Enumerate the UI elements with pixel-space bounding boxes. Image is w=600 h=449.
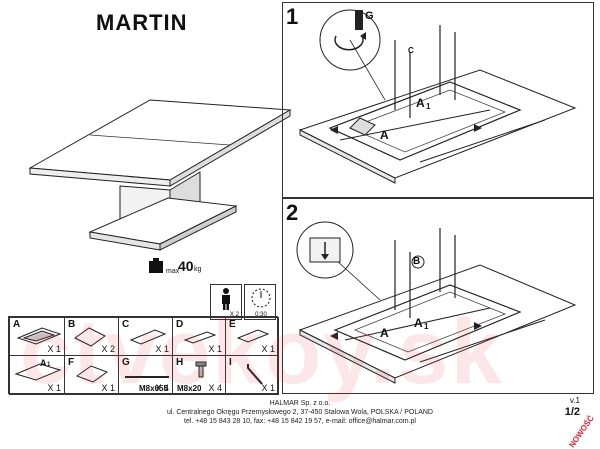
short-bolt-icon xyxy=(195,361,207,378)
step-2-label-a1-sub: 1 xyxy=(424,322,429,331)
step-1-label-a1: A xyxy=(416,96,425,110)
step-2-callout-b: B xyxy=(413,256,421,267)
panel-part-icon xyxy=(74,327,106,347)
time-box: 0:30 xyxy=(244,284,276,320)
step-1-number: 1 xyxy=(286,4,299,29)
part-h: H M8x20 X 4 xyxy=(172,355,226,395)
plate-part-icon xyxy=(75,365,109,383)
allen-key-icon xyxy=(247,364,263,385)
weight-icon xyxy=(149,258,163,273)
step-2-label-a1: A xyxy=(414,316,423,330)
step-1-callout-g: G xyxy=(365,10,374,22)
step-2-label-a: A xyxy=(380,326,389,340)
version: v.1 xyxy=(569,396,580,405)
step-1-label-a1-sub: 1 xyxy=(426,102,431,111)
step-1-drawing xyxy=(298,9,577,184)
person-icon xyxy=(222,288,230,310)
slat-part-icon xyxy=(183,331,217,344)
bracket-part-icon xyxy=(236,329,270,343)
weight-value: 40 xyxy=(178,258,194,274)
page-number: 1/2 xyxy=(564,406,580,418)
clock-icon xyxy=(251,288,271,308)
persons-count: X 2 xyxy=(229,312,239,318)
part-e: E X 1 xyxy=(225,317,279,356)
step-2-number: 2 xyxy=(286,200,299,225)
product-title: MARTIN xyxy=(96,10,188,35)
step-1-label-c: C xyxy=(408,46,414,55)
footer-address: ul. Centralnego Okręgu Przemysłowego 2, … xyxy=(166,409,433,416)
beam-part-icon xyxy=(129,329,167,345)
weight-prefix: max xyxy=(166,268,180,275)
time-value: 0:30 xyxy=(255,312,267,318)
watermark: ctvekoy.sk xyxy=(20,301,504,403)
footer-company: HALMAR Sp. z o.o. xyxy=(269,400,331,407)
footer-contact: tel. +48 15 843 28 10, fax: +48 15 842 1… xyxy=(184,418,416,425)
weight-unit: kg xyxy=(194,266,202,273)
step-2-drawing xyxy=(296,221,577,384)
long-bolt-icon xyxy=(125,376,169,378)
parts-list: A X 1 B X 2 C X 1 D X 1 E X 1 xyxy=(8,316,279,395)
step-2-panel xyxy=(282,198,594,394)
step-1-panel xyxy=(282,2,594,198)
table-overview-drawing xyxy=(28,99,292,251)
tabletop-part-icon xyxy=(14,363,62,381)
persons-box: X 2 xyxy=(210,284,242,320)
part-i: I X 1 xyxy=(225,355,279,395)
step-1-label-a: A xyxy=(380,128,389,142)
frame-part-icon xyxy=(16,327,62,345)
